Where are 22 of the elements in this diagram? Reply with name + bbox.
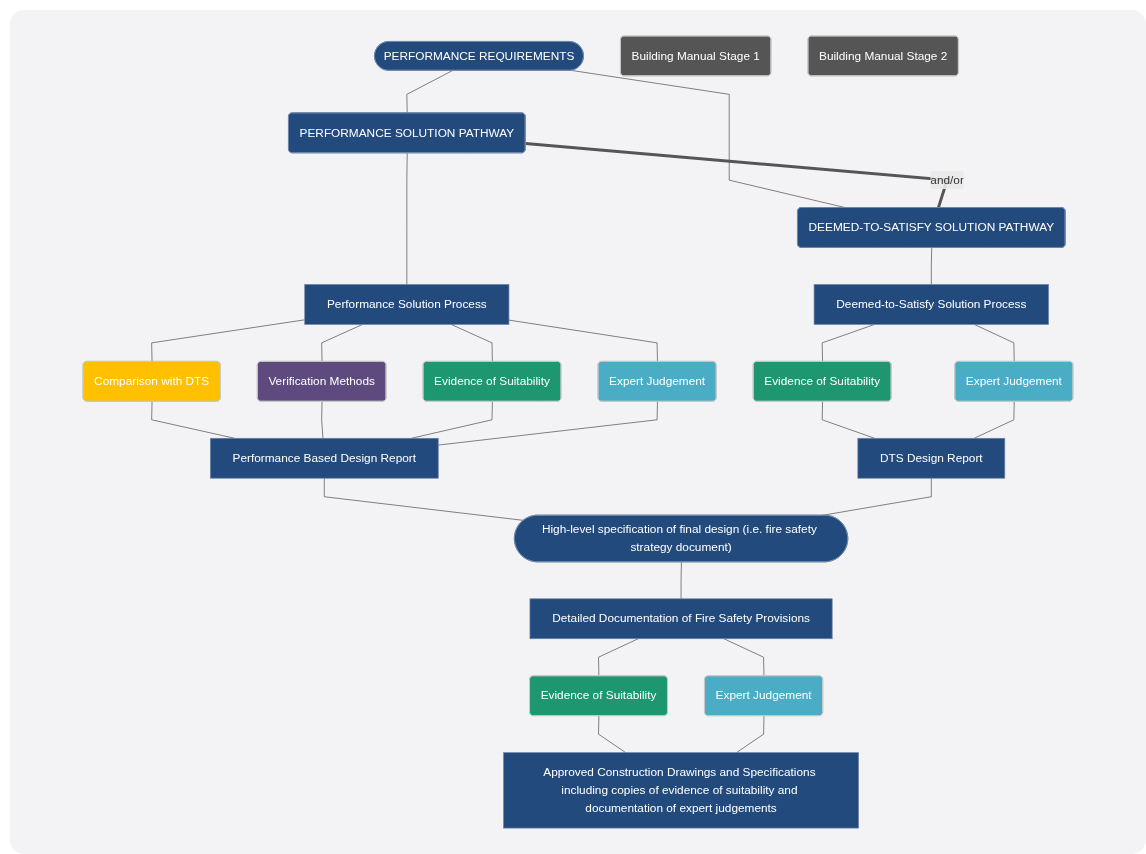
connector: [406, 70, 453, 114]
connector: [508, 319, 658, 363]
node-box: Deemed-to-Satisfy Solution Process: [813, 284, 1049, 325]
node-box: DTS Design Report: [857, 437, 1006, 479]
connector: [973, 401, 1015, 439]
node-box: Detailed Documentation of Fire Safety Provisions: [529, 598, 833, 640]
connector: [598, 715, 627, 753]
connector: [821, 401, 875, 439]
connector: [598, 638, 639, 677]
connector: [930, 247, 933, 285]
connector: [680, 561, 682, 600]
connector: [723, 638, 765, 677]
node-box: Performance Solution Process: [304, 284, 510, 325]
connector: [321, 324, 363, 363]
connector: [321, 401, 324, 439]
connector: [151, 319, 306, 363]
node-box: Performance Based Design Report: [209, 437, 439, 479]
edge-label: and/or: [930, 173, 964, 187]
connector: [406, 152, 408, 285]
connector: [437, 401, 658, 446]
node-box: Approved Construction Drawings and Specifications including copies of evidence of suitability and documentation of expert judgements: [503, 752, 859, 829]
connector: [736, 715, 765, 753]
